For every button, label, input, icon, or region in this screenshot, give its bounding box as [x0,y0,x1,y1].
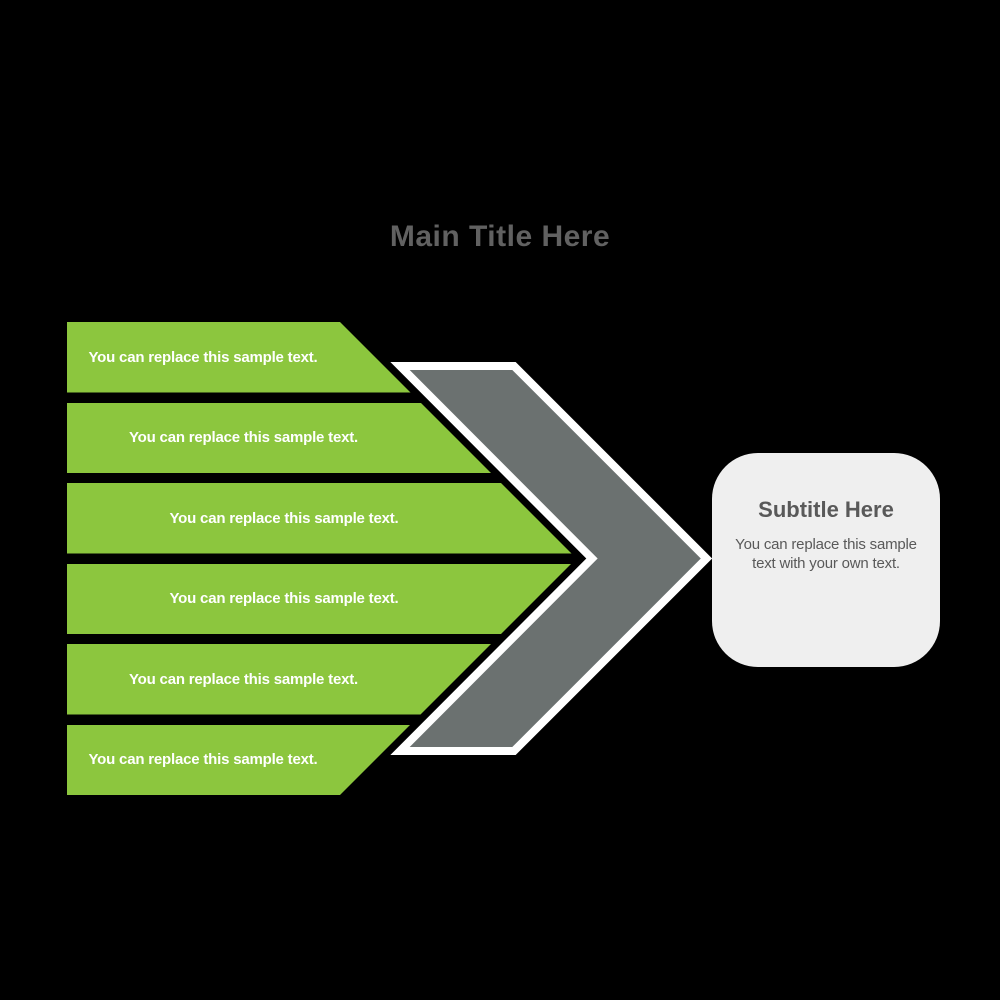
subtitle-title: Subtitle Here [758,497,894,522]
process-bar-4-label: You can replace this sample text. [169,590,399,608]
process-bar-6-label: You can replace this sample text. [88,751,318,769]
process-bar-5[interactable]: You can replace this sample text. [67,644,491,715]
subtitle-card[interactable]: Subtitle Here You can replace this sampl… [712,453,940,667]
main-title[interactable]: Main Title Here [389,220,611,253]
process-bar-2-label: You can replace this sample text. [128,429,359,447]
chevron-shape[interactable] [390,362,713,755]
process-bar-1[interactable]: You can replace this sample text. [67,322,411,393]
process-bar-2[interactable]: You can replace this sample text. [67,402,491,473]
process-bar-3[interactable]: You can replace this sample text. [67,483,572,554]
process-bar-5-label: You can replace this sample text. [128,670,359,688]
process-bar-4[interactable]: You can replace this sample text. [67,563,572,634]
subtitle-body: You can replace this sample text with yo… [735,536,917,572]
process-bar-1-label: You can replace this sample text. [88,348,318,366]
process-bar-3-label: You can replace this sample text. [169,509,399,527]
